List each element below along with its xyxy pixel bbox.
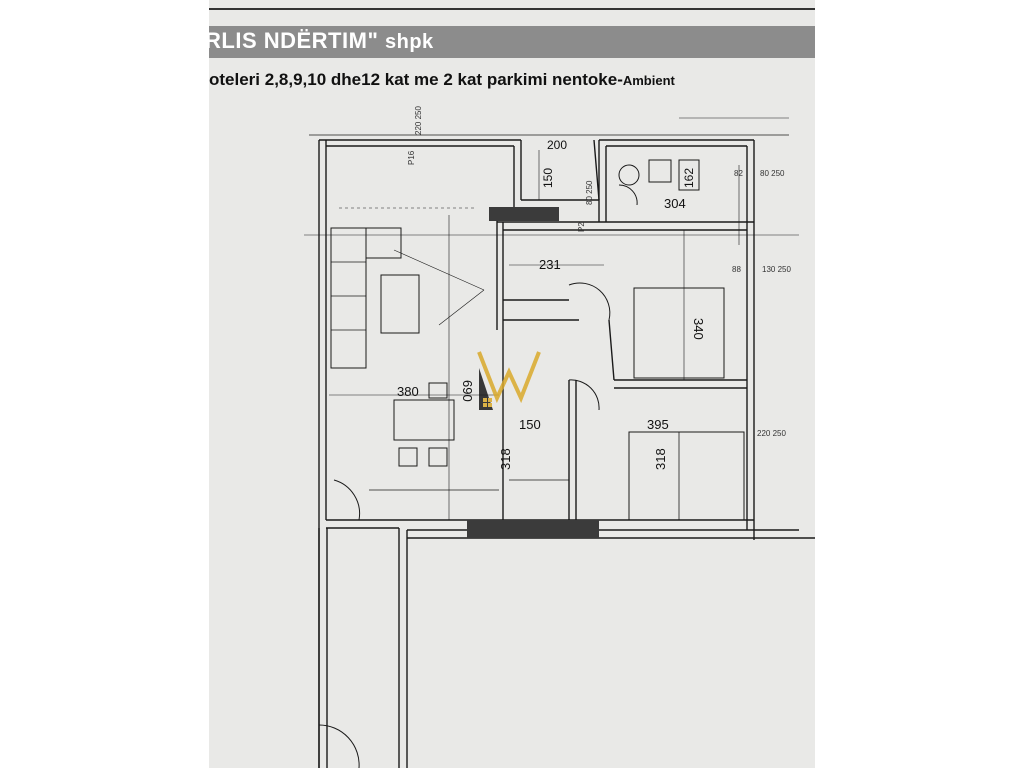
floor-plan-drawing: 200 150 304 162 231 340 690 380 150 395 … bbox=[304, 106, 815, 768]
dim-80-250-mid: 80 250 bbox=[585, 180, 594, 205]
dim-82: 82 bbox=[734, 169, 743, 178]
company-suffix: shpk bbox=[385, 31, 434, 53]
dim-200: 200 bbox=[547, 138, 567, 152]
dim-318-left: 318 bbox=[498, 448, 513, 470]
dim-80-250: 80 250 bbox=[760, 169, 785, 178]
project-subtitle: oteleri 2,8,9,10 dhe12 kat me 2 kat park… bbox=[209, 70, 675, 90]
dim-395: 395 bbox=[647, 417, 669, 432]
subtitle-tail: Ambient bbox=[622, 73, 675, 88]
company-label: RLIS NDËRTIM" bbox=[209, 28, 379, 53]
floor-plan-document: RLIS NDËRTIM" shpk oteleri 2,8,9,10 dhe1… bbox=[209, 0, 815, 768]
dim-380: 380 bbox=[397, 384, 419, 399]
dim-340: 340 bbox=[691, 318, 706, 340]
dim-220-250-top: 220 250 bbox=[414, 106, 423, 135]
dim-130-250: 130 250 bbox=[762, 265, 791, 274]
wall-segment-top bbox=[489, 207, 559, 221]
dim-220-250-right: 220 250 bbox=[757, 429, 786, 438]
dim-318-right: 318 bbox=[653, 448, 668, 470]
top-rule bbox=[209, 8, 815, 10]
dim-231: 231 bbox=[539, 257, 561, 272]
header-bar bbox=[209, 26, 815, 58]
company-name: RLIS NDËRTIM" shpk bbox=[209, 28, 434, 54]
logo-icon bbox=[477, 351, 541, 410]
dim-304: 304 bbox=[664, 196, 686, 211]
dim-150-mid: 150 bbox=[519, 417, 541, 432]
wall-segment-bottom bbox=[467, 520, 599, 538]
label-p16: P16 bbox=[407, 150, 416, 165]
dim-88: 88 bbox=[732, 265, 741, 274]
label-p2-left: P2 bbox=[577, 222, 586, 232]
dim-690: 690 bbox=[460, 380, 475, 402]
dim-150-top: 150 bbox=[541, 168, 555, 188]
subtitle-text: oteleri 2,8,9,10 dhe12 kat me 2 kat park… bbox=[209, 70, 623, 89]
dim-162: 162 bbox=[682, 168, 696, 188]
